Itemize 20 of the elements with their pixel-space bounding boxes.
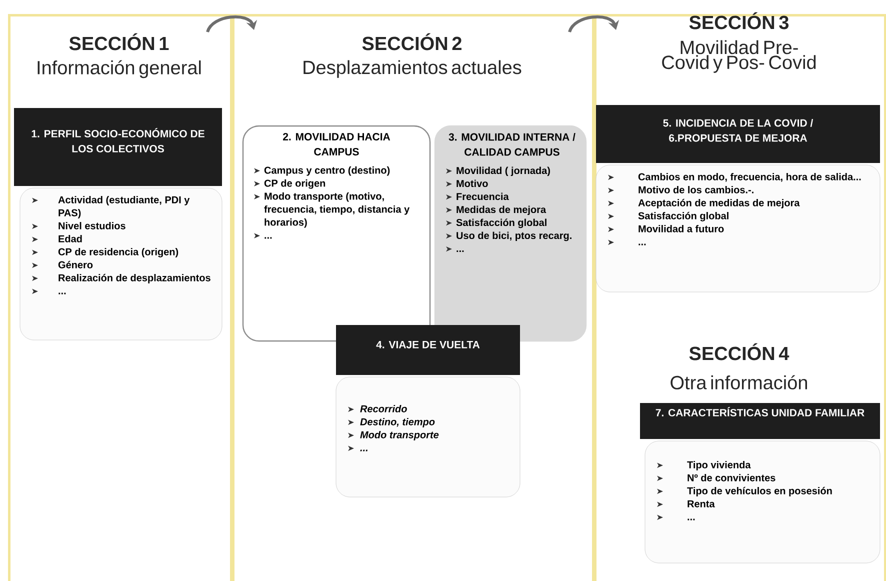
header-card: 5. INCIDENCIA DE LA COVID / 6.PROPUESTA DE MEJORA (596, 105, 880, 163)
section-number: SECCIÓN 4 (689, 343, 790, 360)
list-box: Tipo vivienda Nº de convivientes Tipo de vehículos en posesión Renta ... (644, 440, 880, 564)
list-box: Actividad (estudiante, PDI y PAS) Nivel estudios Edad CP de residencia (origen) Género Realización de desplazamientos ... (20, 188, 222, 340)
section-title: Movilidad Pre-Covid y Pos- Covid (662, 40, 816, 73)
section-title: Información general (38, 60, 201, 78)
list-box: Recorrido Destino, tiempo Modo transporte ... (336, 376, 520, 498)
list-box: 3. MOVILIDAD INTERNA / CALIDAD CAMPUS Movilidad ( jornada) Motivo Frecuencia Medidas de mejora Satisfacción global Uso de bici, ptos recarg. ... (434, 125, 587, 342)
header-card: 7. CARACTERÍSTICAS UNIDAD FAMILIAR (640, 403, 880, 439)
curved-arrow (568, 15, 620, 33)
list-box: 2. MOVILIDAD HACIA CAMPUS Campus y centro (destino) CP de origen Modo transporte (motivo, frecuencia, tiempo, distancia y horarios) ... (242, 125, 431, 342)
section-number: SECCIÓN 1 (69, 33, 169, 50)
curved-arrow (206, 15, 258, 33)
list-box: Cambios en modo, frecuencia, hora de salida... Motivo de los cambios.-. Aceptación de medidas de mejora Satisfacción global Movilidad a futuro ... (596, 164, 880, 292)
section-number: SECCIÓN 2 (362, 33, 462, 50)
section-number: SECCIÓN 3 (689, 12, 789, 30)
header-card: 1. PERFIL SOCIO-ECONÓMICO DE LOS COLECTIVOS (14, 108, 222, 186)
section-title: Desplazamientos actuales (304, 60, 522, 78)
header-card: 4. VIAJE DE VUELTA (336, 325, 520, 375)
section-title: Otra información (670, 375, 807, 390)
